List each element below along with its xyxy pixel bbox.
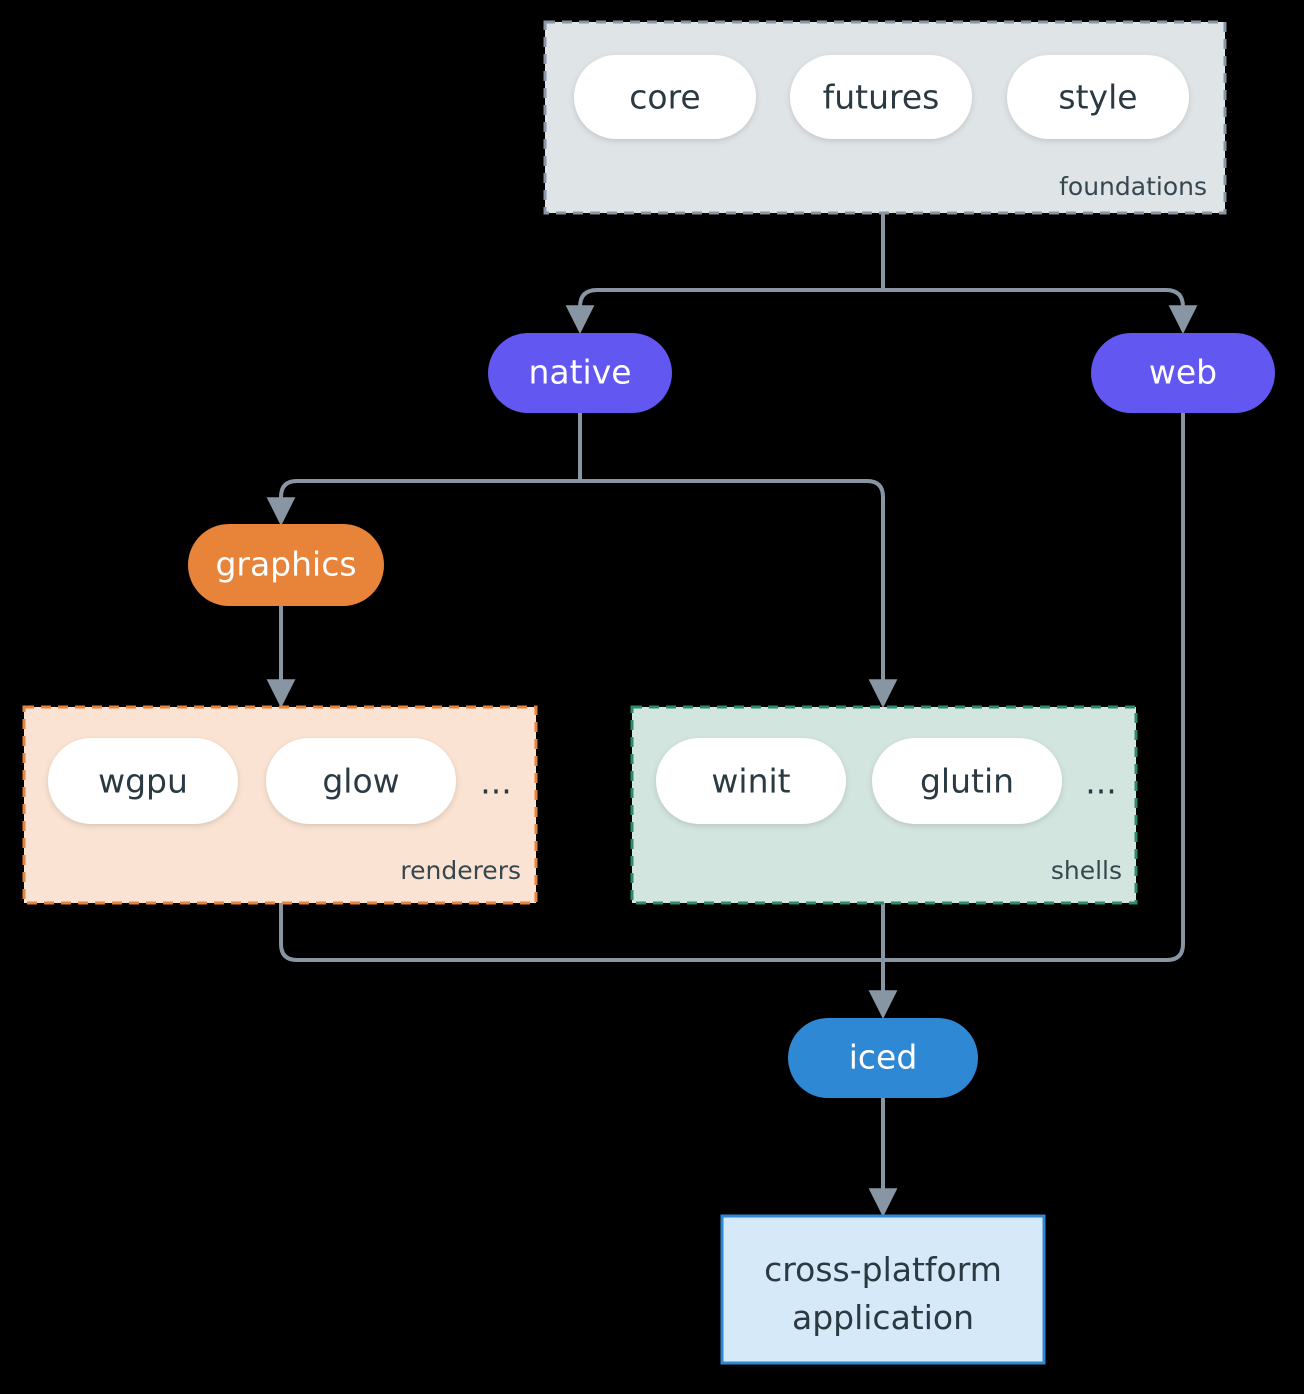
node-iced-bg bbox=[788, 1018, 978, 1098]
node-native[interactable]: native bbox=[488, 333, 672, 413]
node-iced-label: iced bbox=[849, 1038, 918, 1077]
edge-renderers-to-iced bbox=[279, 903, 883, 962]
pill-wgpu-label: wgpu bbox=[98, 762, 188, 801]
node-web-label: web bbox=[1149, 353, 1217, 392]
pill-style-bg bbox=[1007, 55, 1189, 139]
node-iced[interactable]: iced bbox=[788, 1018, 978, 1098]
node-web-bg bbox=[1091, 333, 1275, 413]
pill-core[interactable]: core bbox=[574, 55, 756, 139]
node-web[interactable]: web bbox=[1091, 333, 1275, 413]
pill-core-bg bbox=[574, 55, 756, 139]
pill-glow-label: glow bbox=[322, 762, 399, 801]
group-shells: winit glutin ... shells bbox=[630, 705, 1138, 905]
node-application-line2: application bbox=[792, 1298, 974, 1337]
pill-glutin[interactable]: glutin bbox=[872, 738, 1062, 824]
pill-futures[interactable]: futures bbox=[790, 55, 972, 139]
edge-foundations-to-native bbox=[565, 288, 883, 335]
group-shells-label: shells bbox=[1051, 856, 1122, 885]
pill-glutin-label: glutin bbox=[920, 762, 1014, 801]
pill-glutin-bg bbox=[872, 738, 1062, 824]
pill-winit-bg bbox=[656, 738, 846, 824]
pill-winit-label: winit bbox=[711, 762, 790, 801]
pill-futures-label: futures bbox=[823, 78, 940, 117]
pill-glow-bg bbox=[266, 738, 456, 824]
node-native-bg bbox=[488, 333, 672, 413]
node-application-line1: cross-platform bbox=[764, 1250, 1002, 1289]
pill-style[interactable]: style bbox=[1007, 55, 1189, 139]
pill-core-label: core bbox=[629, 78, 700, 117]
edge-foundations-to-web bbox=[883, 288, 1198, 335]
edge-native-to-graphics bbox=[266, 479, 580, 527]
renderers-ellipsis: ... bbox=[480, 763, 511, 802]
node-graphics-label: graphics bbox=[215, 545, 356, 584]
node-graphics-bg bbox=[188, 524, 384, 606]
node-application-bg bbox=[720, 1214, 1046, 1365]
node-graphics[interactable]: graphics bbox=[188, 524, 384, 606]
node-application[interactable]: cross-platform application bbox=[720, 1214, 1046, 1365]
group-foundations: core futures style foundations bbox=[543, 20, 1227, 215]
group-renderers-label: renderers bbox=[400, 856, 521, 885]
pill-winit[interactable]: winit bbox=[656, 738, 846, 824]
edge-web-to-iced bbox=[883, 413, 1185, 962]
node-native-label: native bbox=[528, 353, 631, 392]
group-renderers: wgpu glow ... renderers bbox=[22, 705, 538, 905]
group-foundations-label: foundations bbox=[1059, 172, 1207, 201]
pill-style-label: style bbox=[1058, 78, 1137, 117]
shells-ellipsis: ... bbox=[1085, 763, 1116, 802]
pill-futures-bg bbox=[790, 55, 972, 139]
pill-wgpu-bg bbox=[48, 738, 238, 824]
pill-wgpu[interactable]: wgpu bbox=[48, 738, 238, 824]
pill-glow[interactable]: glow bbox=[266, 738, 456, 824]
edge-native-to-shells bbox=[580, 479, 898, 709]
